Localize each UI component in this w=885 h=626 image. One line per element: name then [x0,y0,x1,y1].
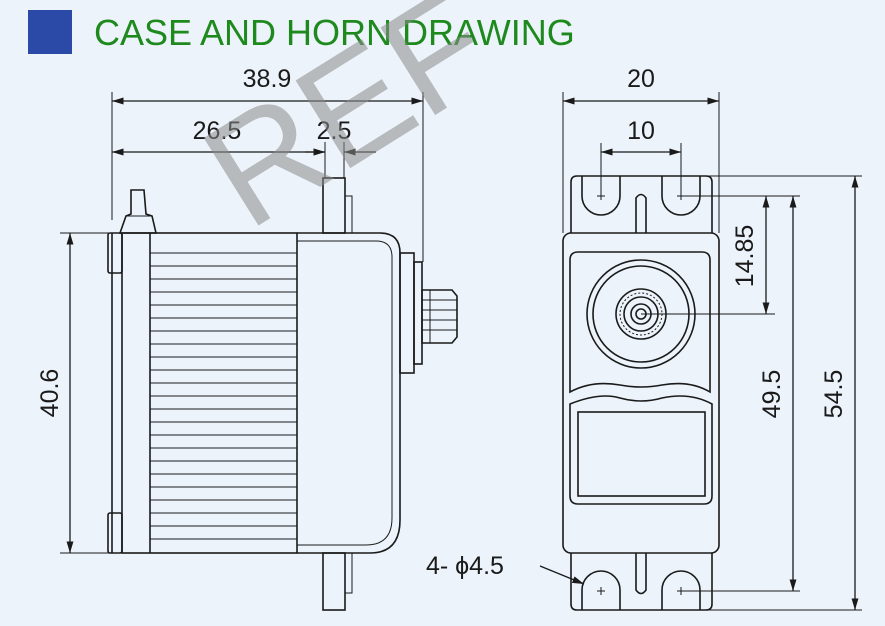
dim-overall-length: 38.9 [243,65,292,93]
dim-overall-height: 40.6 [36,369,64,418]
dim-shaft-offset: 14.85 [731,225,759,288]
dim-overall-span: 54.5 [820,370,848,419]
dim-hole-spacing: 10 [627,117,655,145]
front-view [562,175,720,611]
mounting-holes [581,176,701,610]
dim-overall-width: 20 [627,65,655,93]
dim-body-span: 49.5 [758,370,786,419]
dim-horn-offset: 2.5 [317,117,352,145]
header-accent-square [28,10,72,54]
front-view-dimensions [539,92,862,611]
case-ribs [150,252,297,540]
side-view [107,177,458,611]
page-title: CASE AND HORN DRAWING [94,12,575,53]
dim-body-length: 26.5 [193,117,242,145]
side-view-dimensions [60,92,424,554]
dim-hole-spec: 4- ϕ4.5 [426,552,504,580]
